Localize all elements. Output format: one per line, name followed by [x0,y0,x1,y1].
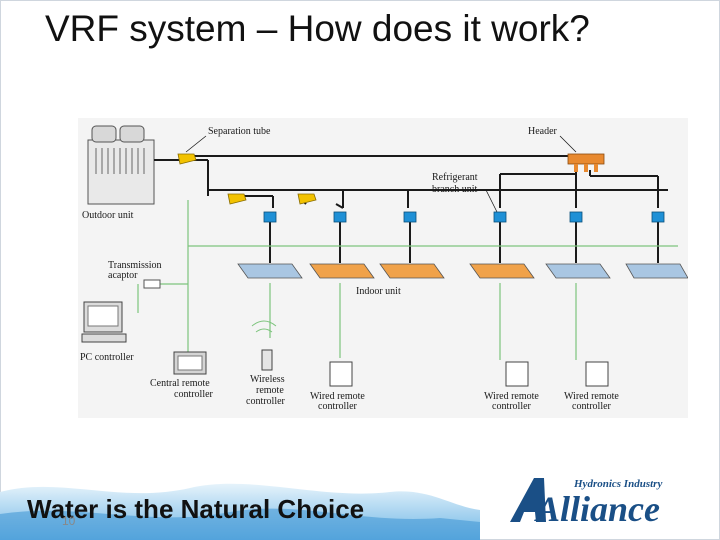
branch-boxes [263,211,665,223]
logo-big-text: Alliance [534,489,660,526]
slide-title: VRF system – How does it work? [45,8,590,49]
wired-remote-3-label-1: Wired remote [564,391,619,402]
hydronics-alliance-logo: Hydronics Industry Alliance [510,478,662,526]
slide-number: 10 [62,514,76,528]
indoor-units [237,263,688,279]
pc-controller-icon [81,301,127,343]
wireless-remote-label-1: Wireless [250,374,285,385]
refrigerant-branch-unit-label-1: Refrigerant [432,172,478,183]
header-icon [567,153,605,172]
wired-remote-1-label-1: Wired remote [310,391,365,402]
transmission-adaptor-label-1: Transmission [108,260,162,271]
wired-remote-1-label-2: controller [318,401,358,412]
central-remote-icon [173,351,207,375]
central-remote-label-1: Central remote [150,378,210,389]
header-label: Header [528,126,558,137]
separation-tube-icon [177,153,317,205]
wired-remote-2-label-1: Wired remote [484,391,539,402]
vrf-diagram: Outdoor unit [78,118,688,418]
water-splash-footer [0,483,480,540]
separation-tube-label: Separation tube [208,126,271,137]
wireless-remote-icon [251,320,277,371]
outdoor-unit-label: Outdoor unit [82,210,134,221]
transmission-adaptor-icon [143,279,161,289]
refrigerant-branch-unit-label-2: branch unit [432,184,477,195]
central-remote-label-2: controller [174,389,214,400]
transmission-adaptor-label-2: acaptor [108,270,138,281]
signal-lines [137,200,678,368]
indoor-unit-label: Indoor unit [356,286,401,297]
wired-remote-3-label-2: controller [572,401,612,412]
refrigerant-pipes [154,155,668,263]
pc-controller-label: PC controller [80,352,134,363]
wireless-remote-label-3: controller [246,396,286,407]
wired-remote-icons [329,361,609,387]
tagline: Water is the Natural Choice [27,494,365,524]
wired-remote-2-label-2: controller [492,401,532,412]
wireless-remote-label-2: remote [256,385,284,396]
outdoor-unit-icon [87,125,155,205]
logo-small-text: Hydronics Industry [573,478,662,490]
